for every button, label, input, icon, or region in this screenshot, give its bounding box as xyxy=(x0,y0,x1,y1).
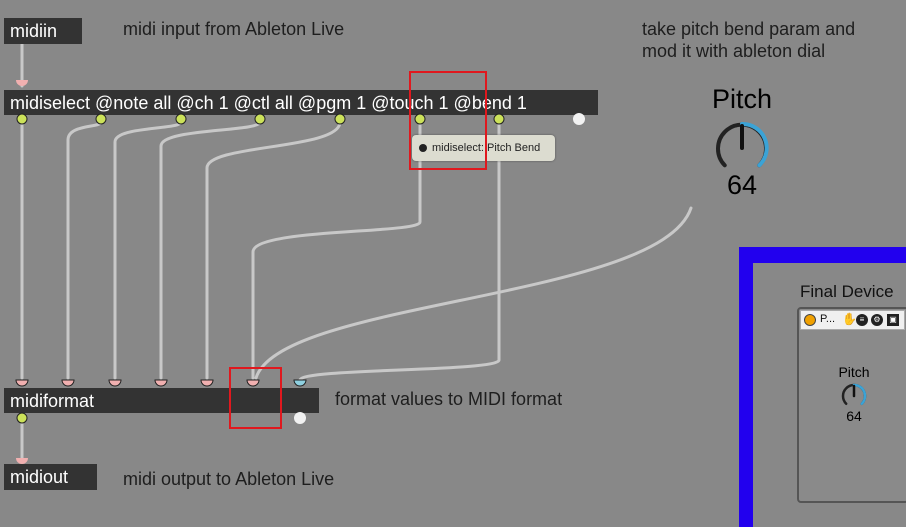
midiselect-object[interactable]: midiselect @note all @ch 1 @ctl all @pgm… xyxy=(4,90,598,115)
device-settings-icon[interactable]: ⚙ xyxy=(871,314,883,326)
comment-midi-input: midi input from Ableton Live xyxy=(123,19,345,39)
device-header: P... ✋ ≡ ⚙ ▣ xyxy=(800,310,905,330)
device-dial-label: Pitch xyxy=(838,364,870,380)
midiformat-inlet-6[interactable] xyxy=(246,379,260,387)
cord-outlet-to-midiformat[interactable] xyxy=(298,120,501,382)
tooltip-bullet xyxy=(419,144,427,152)
device-dial-value: 64 xyxy=(846,408,862,424)
midiformat-inlet-7[interactable] xyxy=(293,379,307,387)
midiout-inlet[interactable] xyxy=(16,456,28,464)
device-header-name: P... xyxy=(820,313,836,325)
device-title: Final Device xyxy=(800,282,894,301)
midiin-object[interactable]: midiin xyxy=(4,18,82,44)
presentation-frame xyxy=(739,247,906,527)
device-dial-arc xyxy=(852,383,867,406)
midiselect-outlet-control[interactable] xyxy=(175,113,187,125)
midiin-outlet[interactable] xyxy=(16,80,28,88)
midiout-object[interactable]: midiout xyxy=(4,464,97,490)
midiin-label: midiin xyxy=(10,21,58,41)
device-pitch-dial[interactable] xyxy=(840,382,868,408)
device-menu-icon[interactable]: ≡ xyxy=(856,314,868,326)
pitch-bend-note-text: take pitch bend param and mod it with ab… xyxy=(642,19,856,61)
midiformat-outlet-1[interactable] xyxy=(16,412,28,424)
comment-format-values: format values to MIDI format xyxy=(335,389,563,409)
midiformat-outlets xyxy=(16,412,306,424)
midiselect-label: midiselect @note all @ch 1 @ctl all @pgm… xyxy=(10,93,527,113)
pitch-dial-value: 64 xyxy=(726,170,758,200)
midiselect-outlet-channel[interactable] xyxy=(95,113,107,125)
midiselect-outlet-bend[interactable] xyxy=(414,113,426,125)
cord-program[interactable] xyxy=(159,120,262,380)
midiformat-inlet-4[interactable] xyxy=(154,379,168,387)
midiselect-outlet-unused[interactable] xyxy=(573,113,585,125)
midiformat-inlet-2[interactable] xyxy=(61,379,75,387)
midiselect-outlet-program[interactable] xyxy=(254,113,266,125)
cord-channel[interactable] xyxy=(66,120,103,380)
pitch-dial-label: Pitch xyxy=(711,84,773,114)
highlight-bend-inlet xyxy=(229,367,282,429)
comment-midi-output: midi output to Ableton Live xyxy=(123,469,335,489)
device-panel xyxy=(797,307,906,503)
device-power-icon[interactable] xyxy=(804,314,816,326)
midiselect-outlet-extra[interactable] xyxy=(493,113,505,125)
midiformat-object[interactable]: midiformat xyxy=(4,388,319,413)
midiformat-label: midiformat xyxy=(10,391,95,411)
midiformat-inlet-5[interactable] xyxy=(200,379,214,387)
cord-touch[interactable] xyxy=(205,120,342,380)
midiselect-outlet-note[interactable] xyxy=(16,113,28,125)
device-hand-icon[interactable]: ✋ xyxy=(842,312,857,326)
midiformat-inlets xyxy=(15,379,307,387)
device-save-icon[interactable]: ▣ xyxy=(887,314,899,326)
midiformat-inlet-3[interactable] xyxy=(108,379,122,387)
midiformat-outlet-2[interactable] xyxy=(294,412,306,424)
midiformat-inlet-1[interactable] xyxy=(15,379,29,387)
highlight-bend-outlet xyxy=(409,71,487,170)
cord-dial-to-midiformat[interactable] xyxy=(254,206,693,380)
midiselect-outlet-touch[interactable] xyxy=(334,113,346,125)
cord-bend[interactable] xyxy=(251,120,422,380)
midiselect-inlets xyxy=(16,113,585,125)
midiout-label: midiout xyxy=(10,467,69,487)
cord-control[interactable] xyxy=(113,120,183,380)
pitch-dial[interactable] xyxy=(712,118,772,174)
comment-pitch-bend-note: take pitch bend param and mod it with ab… xyxy=(642,18,892,62)
pitch-dial-arc xyxy=(740,121,769,168)
